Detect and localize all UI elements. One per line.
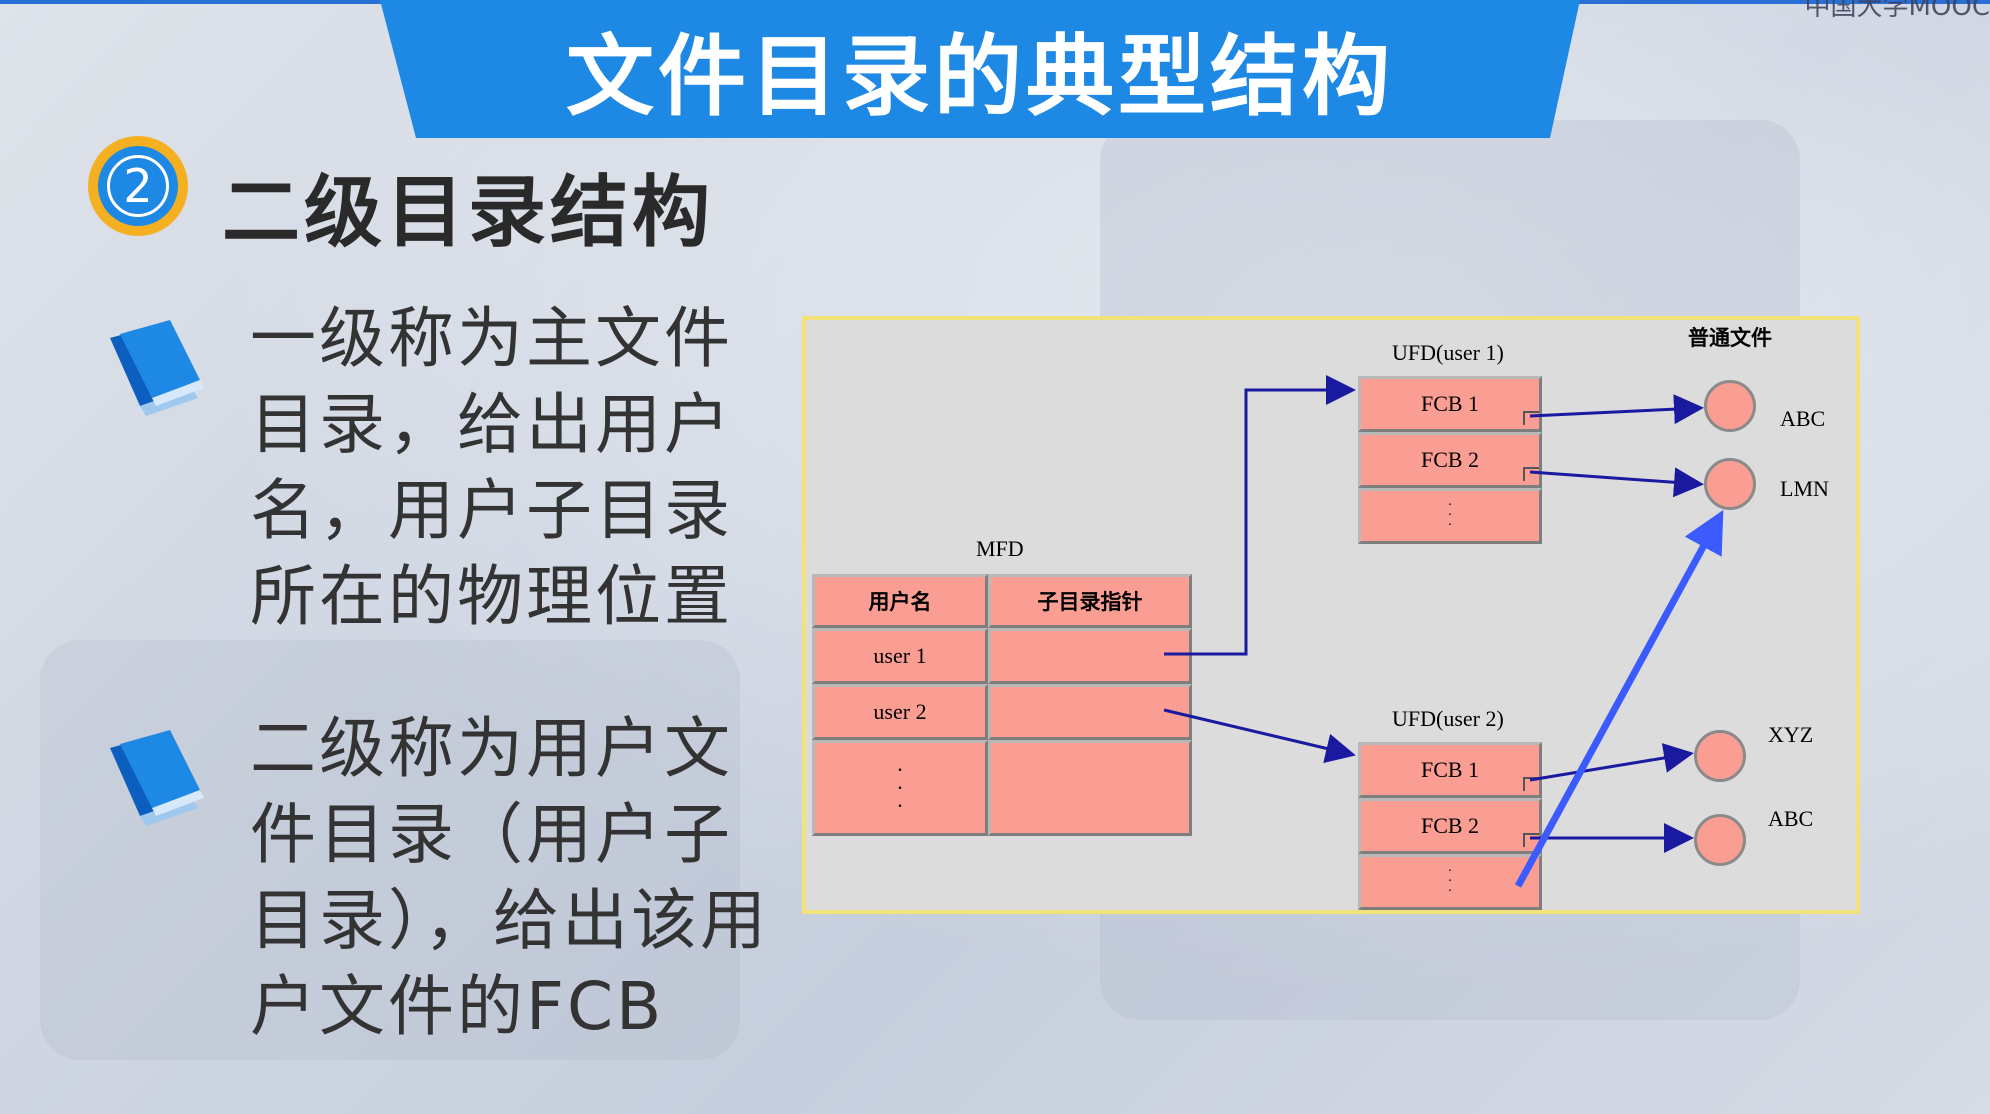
ufd2-row-fcb2: FCB 2 <box>1358 798 1542 854</box>
ufd2-label: UFD(user 2) <box>1392 706 1504 731</box>
file-name-xyz: XYZ <box>1768 722 1814 747</box>
arrow-fcb1-to-xyz <box>1529 743 1694 782</box>
ellipsis-dots: ··· <box>896 757 904 818</box>
pointer-notch <box>1523 777 1539 791</box>
mfd-row-more: ··· <box>812 740 988 836</box>
mfd-row-user2: user 2 <box>812 684 988 740</box>
background-shape <box>40 640 740 1060</box>
file-name-abc: ABC <box>1780 406 1826 431</box>
ufd2-row-fcb1: FCB 1 <box>1358 742 1542 798</box>
arrow-fcb2-to-lmn <box>1529 467 1704 498</box>
ufd1-row-more: ··· <box>1358 488 1542 544</box>
section-number-badge: 2 <box>88 136 188 236</box>
mfd-pointer-more <box>988 740 1192 836</box>
corner-logo: 中国大学MOOC <box>1804 0 1990 22</box>
mfd-pointer-user2 <box>988 684 1192 740</box>
pointer-notch <box>1523 411 1539 425</box>
ellipsis-dots: ··· <box>1447 498 1453 533</box>
title-banner: 文件目录的典型结构 <box>380 0 1580 138</box>
directory-diagram: MFD 用户名 子目录指针 user 1 user 2 ··· UFD(user… <box>802 316 1860 914</box>
book-icon <box>110 730 204 826</box>
ufd1-label: UFD(user 1) <box>1392 340 1504 365</box>
arrow-shared-link <box>1514 509 1724 888</box>
ufd1-row-fcb2: FCB 2 <box>1358 432 1542 488</box>
mfd-row-user1: user 1 <box>812 628 988 684</box>
file-name-lmn: LMN <box>1780 476 1829 501</box>
file-node-abc <box>1704 380 1756 432</box>
bullet-text-1: 一级称为主文件目录，给出用户名，用户子目录所在的物理位置 <box>250 300 733 635</box>
ufd2-fcb2-text: FCB 2 <box>1420 813 1480 838</box>
ufd2-fcb1-text: FCB 1 <box>1420 757 1480 782</box>
mfd-label: MFD <box>976 536 1024 561</box>
ellipsis-dots: ··· <box>1447 864 1453 899</box>
section-number: 2 <box>107 155 169 217</box>
pointer-notch <box>1523 467 1539 481</box>
mfd-pointer-user1 <box>988 628 1192 684</box>
file-node-abc-2 <box>1694 814 1746 866</box>
diagram-arrows <box>1163 375 1724 888</box>
mfd-header-pointer: 子目录指针 <box>988 574 1192 628</box>
arrow-fcb1-to-abc <box>1529 394 1704 425</box>
arrow-user1-to-ufd1 <box>1164 375 1356 656</box>
arrow-user2-to-ufd2 <box>1163 708 1356 764</box>
page-title: 文件目录的典型结构 <box>565 24 1394 128</box>
book-icon <box>110 320 204 416</box>
ufd1-row-fcb1: FCB 1 <box>1358 376 1542 432</box>
ufd1-fcb1-text: FCB 1 <box>1420 391 1480 416</box>
pointer-notch <box>1523 833 1539 847</box>
section-number-inner: 2 <box>98 146 178 226</box>
mfd-header-username: 用户名 <box>812 574 988 628</box>
bullet-text-2: 二级称为用户文件目录（用户子目录），给出该用户文件的FCB <box>250 710 769 1045</box>
file-name-abc-2: ABC <box>1768 806 1814 831</box>
files-label: 普通文件 <box>1688 326 1772 350</box>
ufd1-fcb2-text: FCB 2 <box>1420 447 1480 472</box>
section-heading: 二级目录结构 <box>222 168 715 258</box>
file-node-lmn <box>1704 458 1756 510</box>
ufd2-row-more: ··· <box>1358 854 1542 910</box>
file-node-xyz <box>1694 730 1746 782</box>
